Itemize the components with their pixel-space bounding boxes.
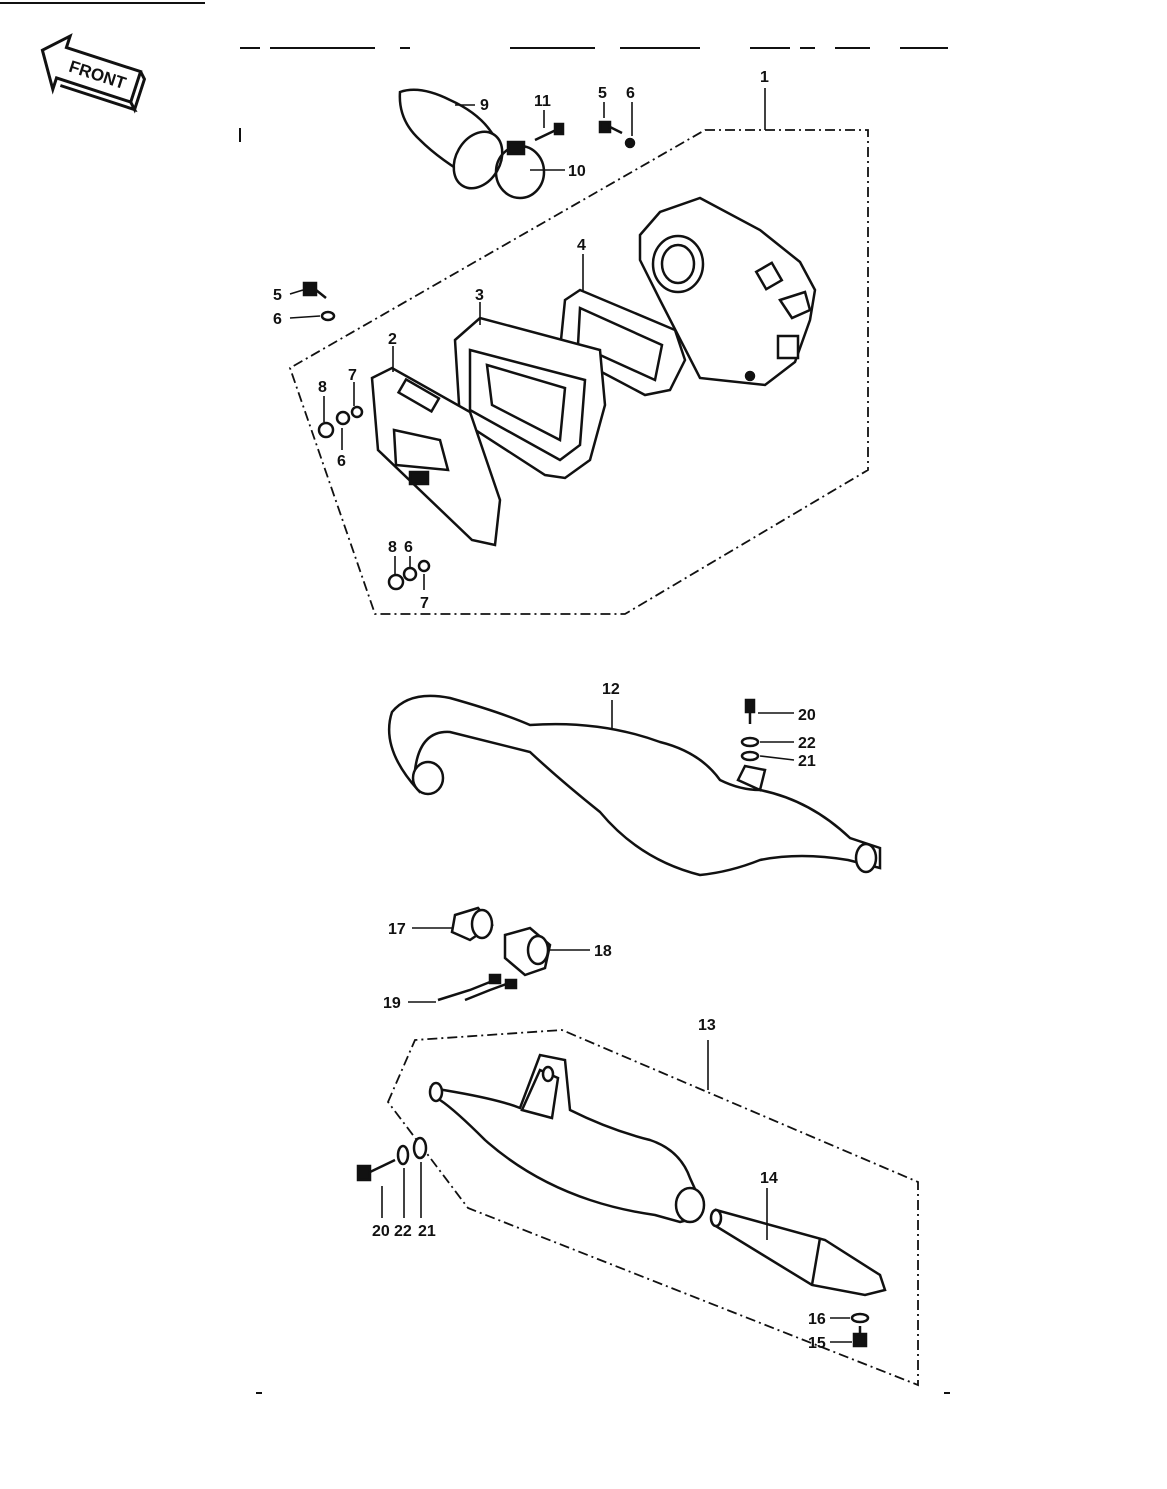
leader-lines-mid — [408, 927, 590, 1003]
intake-duct — [398, 88, 504, 190]
header-rules — [0, 2, 948, 49]
callout-11: 11 — [534, 93, 551, 110]
callout-2: 2 — [388, 331, 397, 348]
clamp-screw — [534, 122, 565, 142]
callout-7-lower: 7 — [420, 595, 429, 612]
collar-bracket-bolts — [437, 906, 552, 1002]
callout-18: 18 — [594, 943, 612, 960]
callout-21-lower: 21 — [418, 1223, 436, 1240]
muffler-13-assembly-outline — [386, 1029, 919, 1387]
callout-19: 19 — [383, 995, 401, 1012]
callout-4: 4 — [577, 237, 586, 254]
callout-20-lower: 20 — [372, 1223, 390, 1240]
callout-5-top: 5 — [598, 85, 607, 102]
callout-6-top: 6 — [626, 85, 635, 102]
callout-20-upper: 20 — [798, 707, 816, 724]
leader-lines-muffler-12 — [611, 700, 795, 761]
callout-6-lower: 6 — [404, 539, 413, 556]
callout-8-upper: 8 — [318, 379, 327, 396]
bolt-washer-top — [598, 120, 636, 149]
muffler-13 — [428, 1053, 706, 1224]
callout-13: 13 — [698, 1017, 716, 1034]
front-arrow-icon: FRONT — [40, 33, 147, 114]
callout-6-left: 6 — [273, 311, 282, 328]
callout-22-upper: 22 — [798, 735, 816, 752]
spark-arrester — [709, 1208, 887, 1297]
callout-5-left: 5 — [273, 287, 282, 304]
callout-6-mid: 6 — [337, 453, 346, 470]
air-cleaner-case — [638, 196, 817, 387]
callout-1: 1 — [760, 69, 769, 86]
filter-element — [453, 316, 607, 480]
callout-21-upper: 21 — [798, 753, 816, 770]
screw-15-washer-16 — [850, 1312, 870, 1348]
callout-14: 14 — [760, 1170, 778, 1187]
callout-15: 15 — [808, 1335, 826, 1352]
air-cleaner-assembly-outline — [288, 129, 869, 615]
callout-3: 3 — [475, 287, 484, 304]
callout-10: 10 — [568, 163, 586, 180]
callout-labels: 1 9 11 5 6 10 4 3 5 6 2 8 7 6 8 6 7 12 2… — [273, 69, 826, 1352]
muffler-12 — [387, 694, 882, 877]
page-specks — [239, 128, 950, 1394]
bolt-washers-lower — [356, 1136, 428, 1182]
callout-12: 12 — [602, 681, 620, 698]
callout-17: 17 — [388, 921, 406, 938]
callout-7-upper: 7 — [348, 367, 357, 384]
air-cleaner-plate — [370, 366, 502, 547]
callout-22-lower: 22 — [394, 1223, 412, 1240]
callout-9: 9 — [480, 97, 489, 114]
callout-16: 16 — [808, 1311, 826, 1328]
filter-frame — [558, 288, 687, 397]
hardware-left — [302, 281, 431, 591]
clamp-band — [494, 140, 546, 200]
leader-lines-top — [289, 88, 766, 590]
leader-lines-bottom — [381, 1040, 852, 1343]
callout-8-lower: 8 — [388, 539, 397, 556]
